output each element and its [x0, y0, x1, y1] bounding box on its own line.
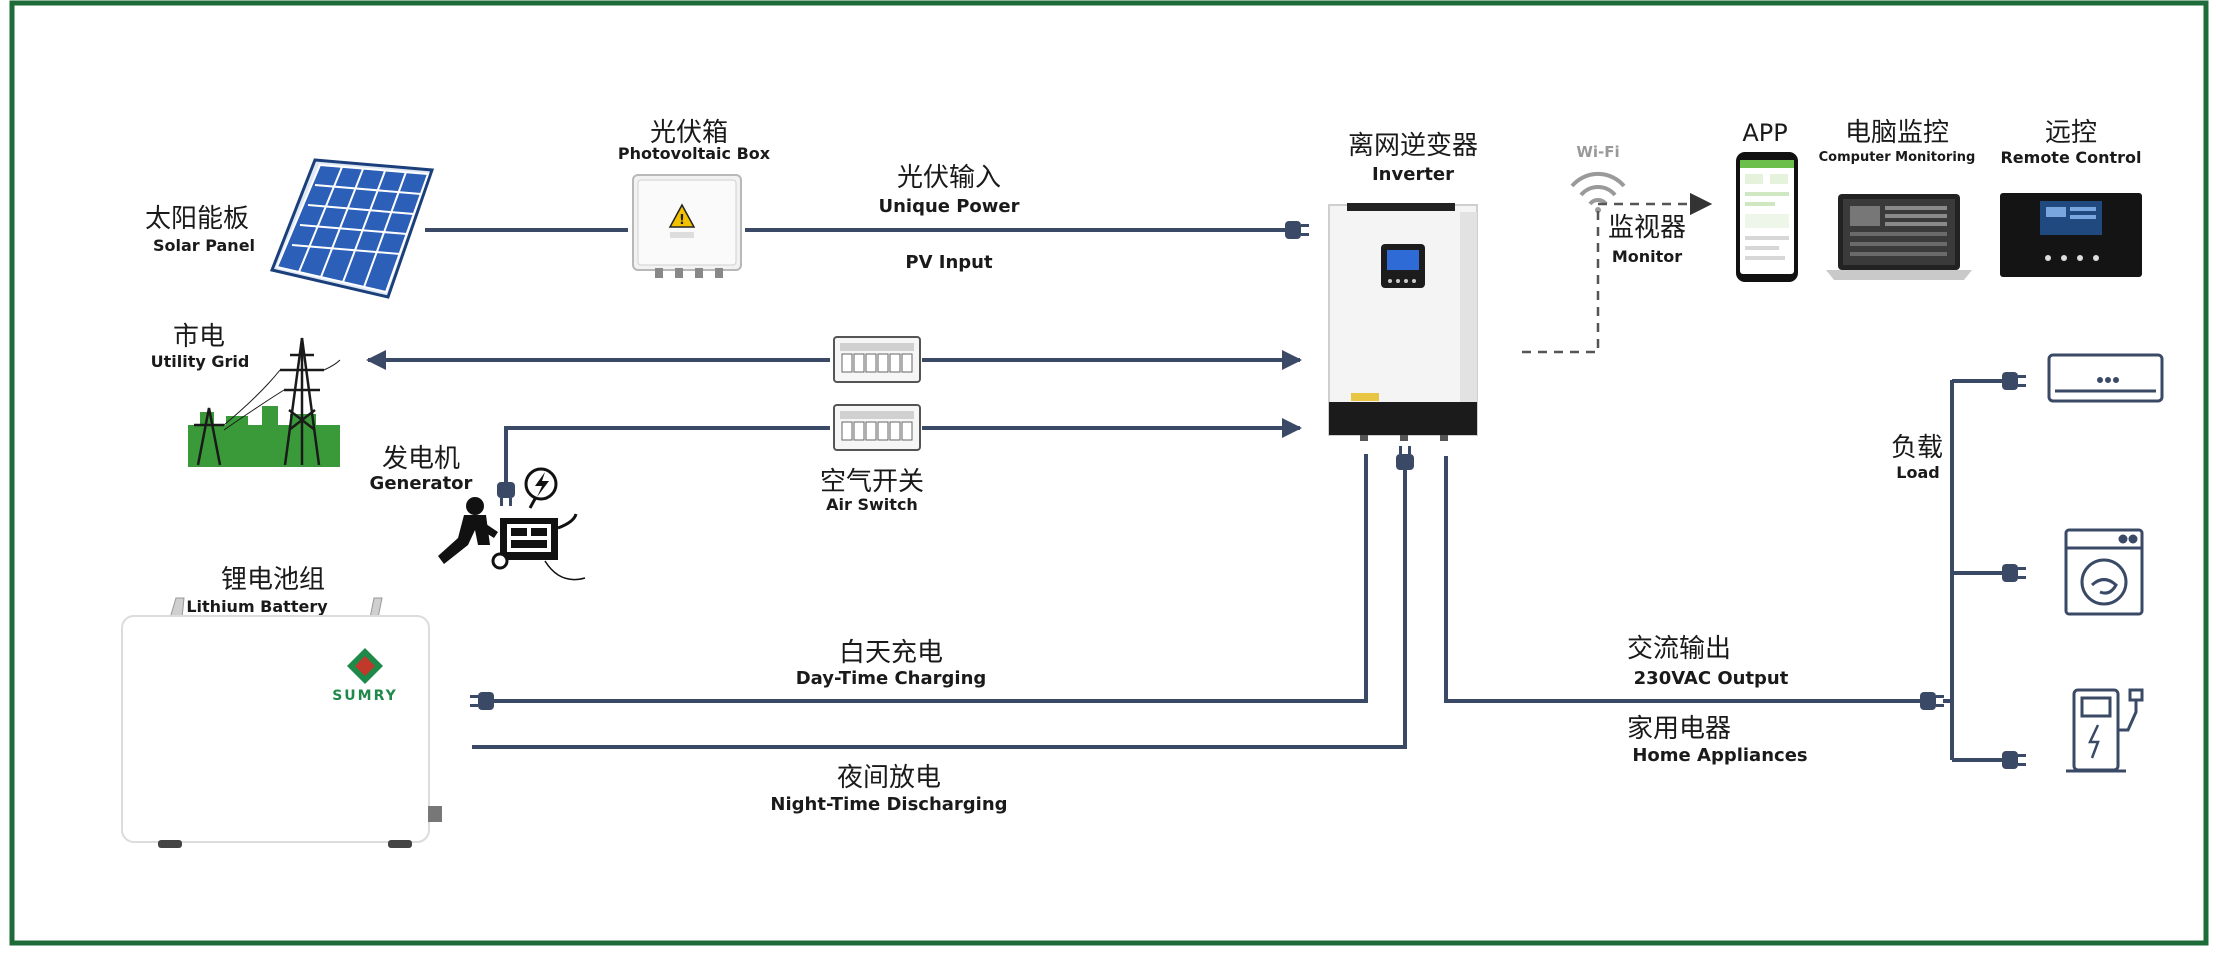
- remote-label-zh: 远控: [2045, 118, 2097, 148]
- diagram-frame: [9, 0, 2209, 946]
- pv-box-label-en: Photovoltaic Box: [618, 144, 771, 163]
- plug-icon: [2002, 372, 2026, 390]
- air-switch-label-en: Air Switch: [826, 495, 918, 514]
- solar-panel-label-zh: 太阳能板: [145, 204, 249, 234]
- solar-panel-icon: [269, 158, 435, 299]
- day-charge-label-zh: 白天充电: [839, 638, 943, 668]
- day-charging-line: [494, 454, 1368, 703]
- pc-monitor-label-zh: 电脑监控: [1845, 118, 1949, 148]
- washing-machine-icon: [2064, 528, 2144, 616]
- brand-logo-text: SUMRY: [332, 688, 398, 704]
- battery-label-en: Lithium Battery: [186, 597, 328, 616]
- night-dis-label-en: Night-Time Discharging: [770, 794, 1007, 815]
- monitor-label-zh: 监视器: [1608, 213, 1686, 243]
- plug-icon: [470, 692, 494, 710]
- ev-charger-icon: [2066, 688, 2144, 773]
- plug-icon: [2002, 564, 2026, 582]
- day-charge-label-en: Day-Time Charging: [796, 668, 987, 689]
- air-switch-icon: [833, 404, 921, 451]
- home-label-en: Home Appliances: [1632, 745, 1807, 766]
- generator-label-zh: 发电机: [382, 444, 460, 474]
- svg-text:!: !: [679, 213, 685, 228]
- generator-label-en: Generator: [370, 473, 473, 494]
- power-tower-icon: [188, 337, 341, 467]
- app-label: APP: [1742, 119, 1787, 147]
- wifi-label: Wi-Fi: [1576, 143, 1619, 161]
- phone-app-icon: [1736, 152, 1798, 282]
- plug-icon: [497, 482, 515, 506]
- pv-box-label-zh: 光伏箱: [650, 118, 728, 148]
- solar-panel-label-en: Solar Panel: [153, 236, 255, 255]
- grid-label-en: Utility Grid: [151, 352, 250, 371]
- remote-label-en: Remote Control: [2000, 148, 2141, 167]
- monitor-label-en: Monitor: [1612, 247, 1682, 266]
- ac-out-label-en: 230VAC Output: [1634, 668, 1789, 689]
- air-conditioner-icon: [2047, 353, 2164, 403]
- pv-input-label-en1: Unique Power: [878, 196, 1019, 217]
- air-switch-label-zh: 空气开关: [820, 467, 924, 497]
- ac-out-label-zh: 交流输出: [1627, 634, 1731, 664]
- plug-icon: [1285, 221, 1309, 239]
- load-label-zh: 负载: [1891, 433, 1943, 463]
- home-label-zh: 家用电器: [1627, 714, 1731, 744]
- battery-icon: [121, 597, 442, 848]
- photovoltaic-box-icon: !: [632, 174, 742, 278]
- plug-icon: [2002, 751, 2026, 769]
- load-bus-line: [1943, 380, 1954, 760]
- battery-label-zh: 锂电池组: [221, 565, 325, 595]
- ac-output-line: [1444, 456, 1920, 703]
- remote-controller-icon: [2000, 193, 2142, 277]
- grid-label-zh: 市电: [173, 322, 225, 352]
- generator-to-switch-line: [504, 426, 830, 482]
- load-label-en: Load: [1896, 463, 1939, 482]
- laptop-icon: [1826, 194, 1972, 280]
- pv-input-label-zh: 光伏输入: [897, 163, 1001, 193]
- plug-icon: [1396, 446, 1414, 470]
- inverter-icon: [1328, 203, 1478, 441]
- generator-icon: [438, 467, 586, 581]
- air-switch-icon: [833, 336, 921, 383]
- night-dis-label-zh: 夜间放电: [837, 763, 941, 793]
- inverter-label-en: Inverter: [1372, 164, 1454, 185]
- wifi-icon: [1570, 171, 1626, 213]
- monitor-link-line: [1522, 192, 1713, 354]
- pv-input-label-en2: PV Input: [905, 252, 993, 273]
- pc-monitor-label-en: Computer Monitoring: [1819, 150, 1976, 165]
- night-discharging-line: [472, 470, 1407, 749]
- inverter-label-zh: 离网逆变器: [1348, 131, 1478, 161]
- plug-icon: [1920, 692, 1944, 710]
